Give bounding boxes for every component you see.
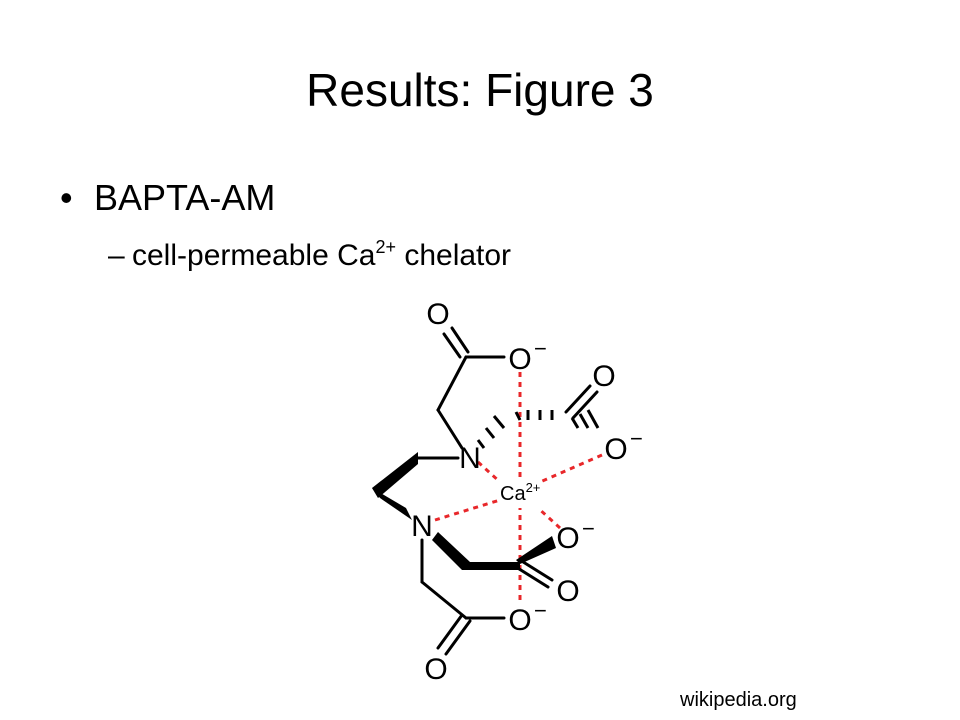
ion-charge: 2+ [526, 480, 541, 495]
charge-labels: − − − − [534, 336, 643, 623]
atom-o2: O [508, 343, 531, 376]
hashed-bonds [476, 409, 600, 449]
bullet-mark: • [60, 177, 73, 218]
bullet-item: • BAPTA-AM [60, 176, 275, 220]
bond-c2-o3-double-a [564, 384, 592, 414]
coord-bond-5 [536, 506, 562, 530]
charge-o7: − [534, 598, 547, 623]
bond-c1-o1-double-b [450, 326, 470, 354]
sub-bullet-item: –cell-permeable Ca2+ chelator [108, 236, 511, 276]
wedge-bonds [372, 452, 556, 570]
sub-bullet-superscript: 2+ [375, 237, 396, 257]
atom-o8: O [424, 653, 447, 686]
calcium-chelate-structure: O O O N O N O O O O − − − − Ca2+ [372, 298, 643, 686]
atom-o5: O [556, 522, 579, 555]
covalent-bonds [416, 326, 599, 656]
bond-c1-o1-double-a [442, 332, 462, 359]
charge-o2: − [534, 336, 547, 361]
bond-c3-o6-double-b [514, 565, 550, 589]
wedge-bridge-top [372, 452, 418, 498]
bond-c4-o8-double-a [436, 613, 464, 650]
ion-symbol: Ca [500, 483, 526, 505]
slide-title: Results: Figure 3 [306, 64, 654, 116]
wedge-c3-o5 [516, 536, 556, 564]
sub-bullet-mark: – [108, 239, 125, 272]
hash-c2-o4-1 [570, 417, 580, 429]
atom-labels: O O O N O N O O O O [411, 298, 628, 686]
coordination-bonds [434, 372, 603, 600]
wedge-ch2-c3 [462, 562, 520, 570]
charge-o4: − [630, 426, 643, 451]
coord-bond-2 [539, 453, 603, 484]
sub-bullet-text-after: chelator [395, 239, 512, 272]
bond-ch2-c4 [420, 580, 468, 620]
hash-n1-c2-2 [484, 427, 496, 439]
hash-c2-1 [514, 411, 522, 421]
source-credit: wikipedia.org [680, 689, 797, 711]
atom-o6: O [556, 575, 579, 608]
sub-bullet-text-before: cell-permeable Ca [132, 239, 376, 272]
wedge-n2-ch2 [432, 532, 470, 570]
atom-o7: O [508, 604, 531, 637]
coord-bond-3 [476, 460, 502, 484]
hash-n1-c2-3 [492, 415, 506, 429]
calcium-ion-label: Ca2+ [500, 480, 540, 505]
atom-n1: N [459, 442, 481, 475]
atom-n2: N [411, 510, 433, 543]
atom-o4: O [604, 433, 627, 466]
atom-o1: O [426, 298, 449, 331]
coord-bond-4 [434, 498, 501, 522]
bond-c2-o3-double-b [571, 390, 599, 420]
hash-c2-o4-3 [586, 409, 600, 429]
hash-n1-c2-1 [476, 439, 486, 449]
charge-o5: − [582, 516, 595, 541]
wedge-bridge-bottom [372, 488, 412, 520]
bond-c1-ch2 [436, 355, 468, 412]
bullet-text: BAPTA-AM [94, 177, 276, 218]
bond-ch2-n1 [436, 408, 464, 450]
atom-o3: O [592, 360, 615, 393]
hash-c2-o4-2 [578, 413, 590, 429]
bond-c4-o8-double-b [444, 619, 472, 656]
bond-c3-o6-double-a [518, 558, 554, 582]
